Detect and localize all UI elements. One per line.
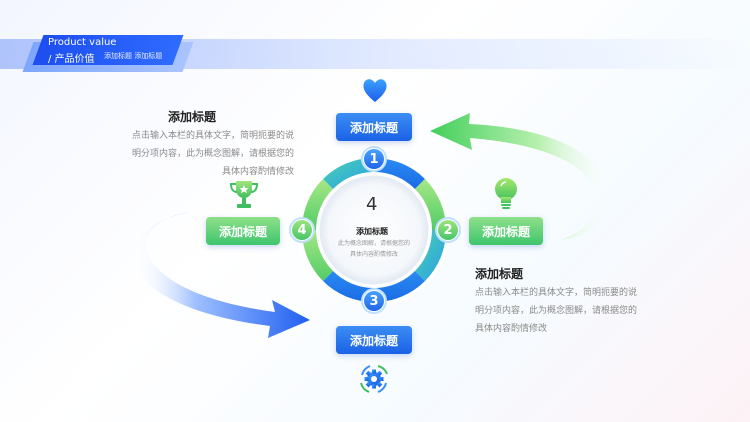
text-right-line1: 点击输入本栏的具体文字，简明扼要的说 [475, 288, 638, 298]
header-subtitle: 添加标题 添加标题 [104, 52, 163, 60]
center-desc-line2: 具体内容酌情修改 [349, 251, 398, 258]
text-right-line3: 具体内容酌情修改 [475, 324, 548, 334]
text-left-line2: 明分项内容，此为概念图解，请根据您的 [131, 149, 294, 159]
center-desc-line1: 此为概念图解，请根据您的 [337, 240, 410, 247]
header-title-cn: / 产品价值 [48, 54, 95, 65]
center-title: 添加标题 [356, 227, 388, 236]
text-right-line2: 明分项内容，此为概念图解，请根据您的 [475, 306, 638, 316]
text-left-line3: 具体内容酌情修改 [221, 167, 294, 177]
step-4-label-box[interactable]: 添加标题 [206, 217, 280, 245]
lightbulb-icon [495, 178, 517, 209]
text-left-title: 添加标题 [167, 110, 216, 124]
step-number-1: 1 [361, 146, 387, 172]
trophy-icon [229, 181, 259, 208]
heart-icon [363, 79, 387, 102]
text-block-left: 添加标题 点击输入本栏的具体文字，简明扼要的说 明分项内容，此为概念图解，请根据… [104, 108, 294, 181]
arrow-left-blue [133, 212, 310, 338]
step-3-label-box[interactable]: 添加标题 [336, 326, 412, 354]
text-block-right: 添加标题 点击输入本栏的具体文字，简明扼要的说 明分项内容，此为概念图解，请根据… [475, 265, 665, 338]
step-number-4: 4 [289, 217, 315, 243]
gear-icon [360, 365, 388, 393]
arrow-right-green [430, 113, 612, 240]
text-left-line1: 点击输入本栏的具体文字，简明扼要的说 [131, 131, 294, 141]
center-number: 4 [366, 194, 378, 215]
header-title-en: Product value [48, 37, 117, 48]
step-2-label-box[interactable]: 添加标题 [469, 217, 543, 245]
step-number-3: 3 [361, 288, 387, 314]
step-1-label-box[interactable]: 添加标题 [336, 113, 412, 141]
step-number-2: 2 [435, 217, 461, 243]
process-ring [301, 157, 447, 303]
text-right-title: 添加标题 [475, 267, 524, 281]
center-desc: 此为概念图解，请根据您的 具体内容酌情修改 [326, 238, 422, 260]
